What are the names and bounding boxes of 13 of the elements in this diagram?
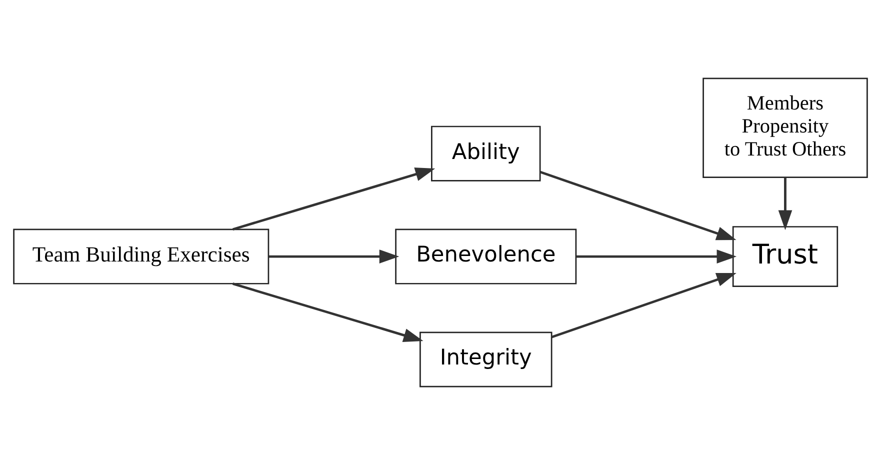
arrow [778,178,792,230]
node-box: Members Propensity to Trust Others [702,78,868,178]
arrow [551,272,736,338]
node-box: Team Building Exercises [13,228,270,284]
arrow [268,250,400,264]
arrow [576,250,737,264]
arrow [232,282,424,342]
arrow [540,170,736,240]
node-box: Ability [431,126,541,182]
node-box: Integrity [420,332,552,388]
node-box: Benevolence [395,228,577,284]
arrow [232,168,436,231]
node-box: Trust [732,226,838,288]
